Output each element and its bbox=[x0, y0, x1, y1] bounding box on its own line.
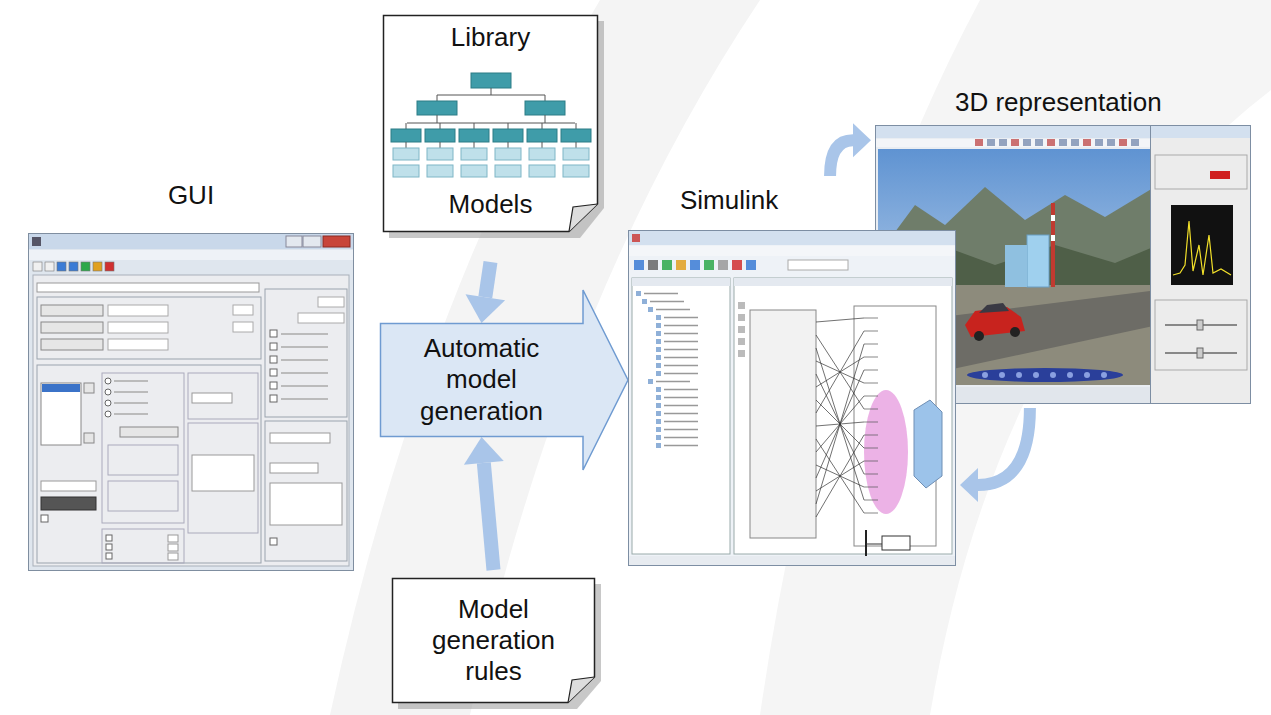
gui-screenshot bbox=[28, 233, 354, 571]
node-label: Model generation rules bbox=[411, 594, 576, 688]
simulink-window: Simulink bbox=[628, 180, 956, 566]
simulink-screenshot bbox=[628, 230, 956, 566]
library-document: LibraryModels bbox=[383, 15, 598, 232]
connector-arrow bbox=[960, 408, 1030, 502]
connector-arrow bbox=[464, 437, 504, 570]
connector-arrow bbox=[466, 262, 506, 323]
node-label: 3D representation bbox=[955, 88, 1162, 118]
node-label: Simulink bbox=[680, 180, 778, 216]
connector-arrow bbox=[830, 123, 871, 176]
node-label: Automatic model generation bbox=[394, 333, 569, 427]
gui-screenshot-box: GUI bbox=[28, 175, 354, 571]
rules-document: Model generation rules bbox=[392, 578, 595, 703]
node-label: Library bbox=[451, 23, 530, 53]
process-arrow: Automatic model generation bbox=[380, 323, 583, 437]
node-label: Models bbox=[449, 190, 533, 220]
node-label: GUI bbox=[28, 175, 354, 211]
